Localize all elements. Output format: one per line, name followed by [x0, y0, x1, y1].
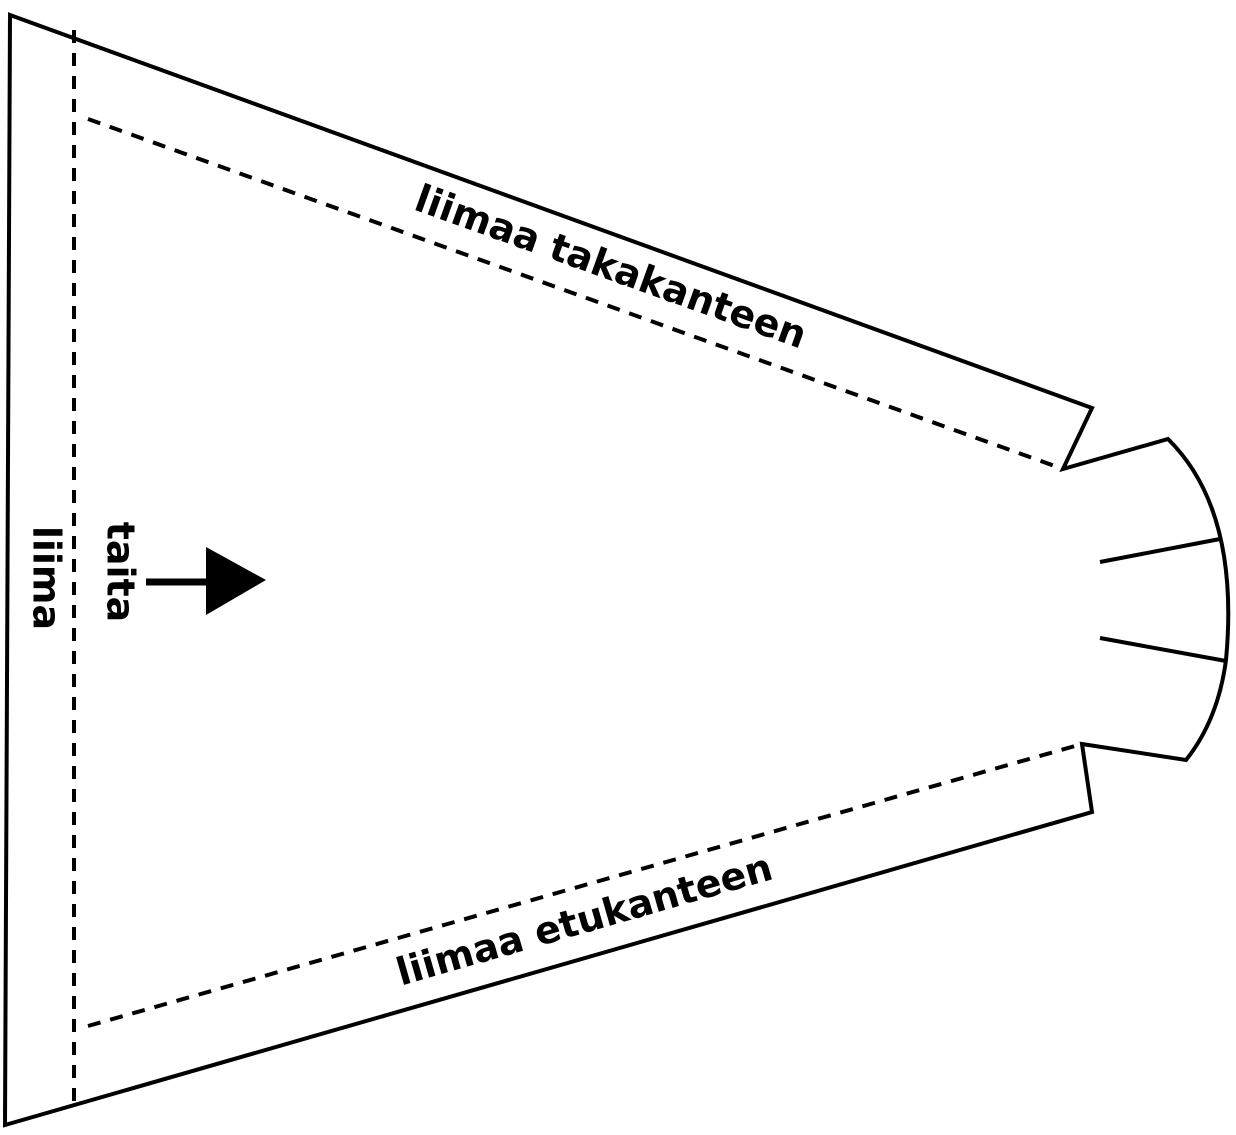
- slit-line-upper: [1099, 537, 1221, 564]
- cut-outline: [2, 12, 1231, 1128]
- glue-tab-label: liima: [25, 526, 69, 630]
- fold-line-back-cover: [87, 117, 1064, 471]
- fold-line-front-cover: [87, 742, 1083, 1028]
- glue-back-cover-label: liimaa takakanteen: [409, 176, 812, 357]
- fold-label: taita: [99, 522, 143, 623]
- slit-line-lower: [1099, 636, 1227, 663]
- arrow-right-icon: [146, 547, 266, 615]
